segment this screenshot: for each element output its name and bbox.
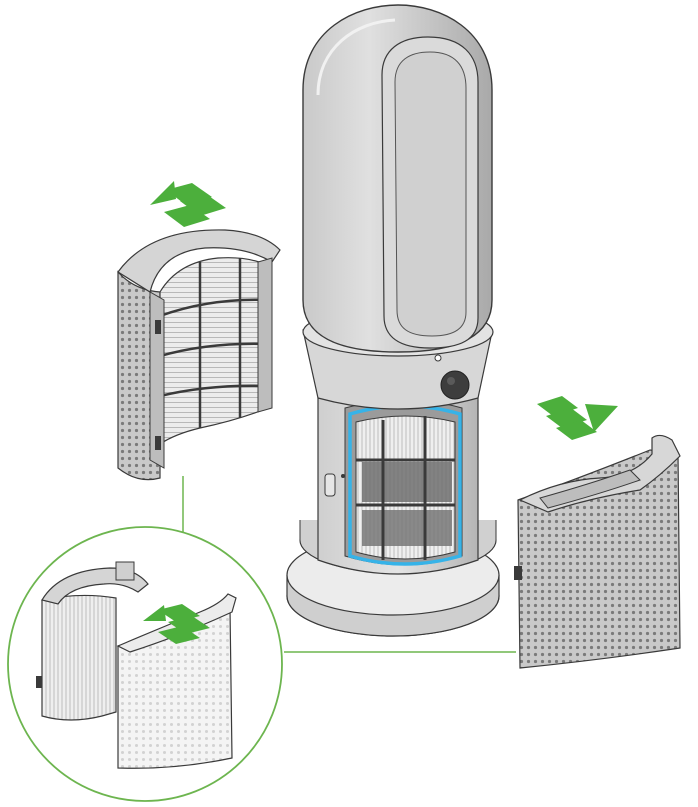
body-cylinder xyxy=(317,397,479,575)
triple-chevron-arrow-up-left-icon xyxy=(150,181,226,227)
power-button xyxy=(440,370,470,400)
inner-filter-core xyxy=(355,415,456,560)
removed-shroud-right xyxy=(514,434,681,669)
inset-detail xyxy=(7,526,283,802)
loop-amplifier xyxy=(302,4,493,353)
purifier-unit xyxy=(286,4,500,637)
removed-filter-left xyxy=(117,229,281,481)
inset-filter-cartridge xyxy=(36,561,149,721)
triple-chevron-arrow-down-right-icon xyxy=(537,396,618,440)
triple-chevron-arrow-left-icon xyxy=(143,604,210,644)
callout-connectors xyxy=(182,476,516,653)
release-latch xyxy=(324,473,336,497)
